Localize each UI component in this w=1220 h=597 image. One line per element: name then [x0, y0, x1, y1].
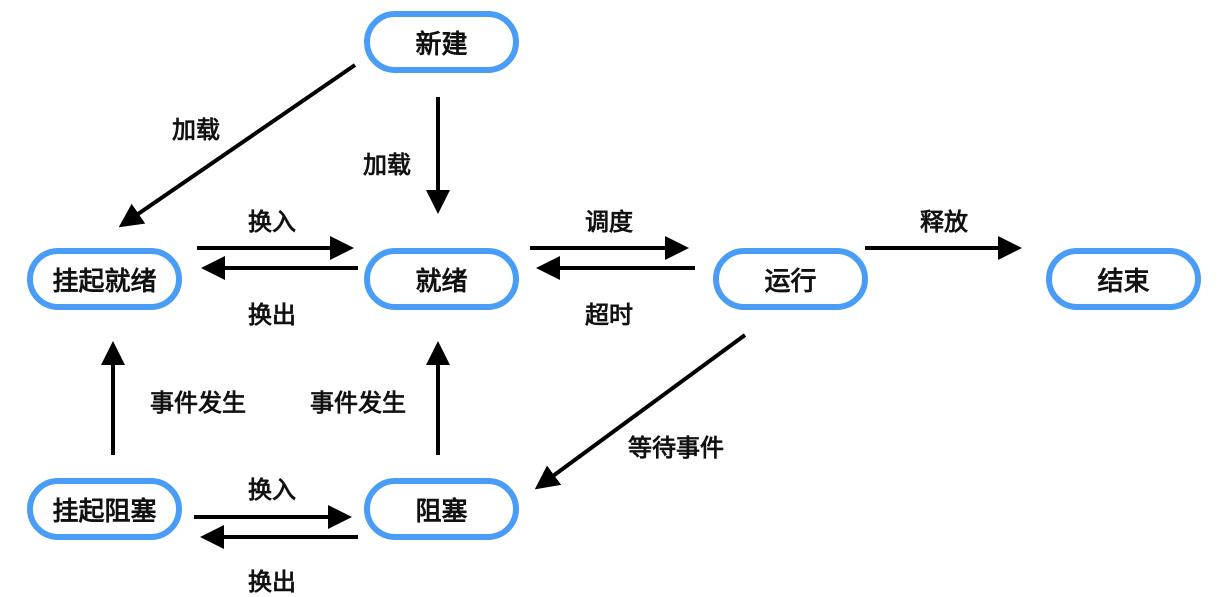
- label-event-occurs-left: 事件发生: [150, 389, 246, 417]
- label-timeout: 超时: [585, 301, 633, 329]
- label-release: 释放: [920, 208, 968, 236]
- label-swap-in-top: 换入: [248, 208, 296, 236]
- label-wait-event: 等待事件: [628, 434, 724, 462]
- label-swap-in-bottom: 换入: [248, 476, 296, 504]
- arrow-new-to-suspended-ready: [118, 63, 357, 228]
- label-swap-out-top: 换出: [248, 301, 296, 329]
- label-dispatch: 调度: [585, 208, 633, 236]
- state-suspended-ready: 挂起就绪: [27, 248, 182, 310]
- arrow-running-to-blocked: [534, 333, 747, 490]
- label-event-occurs-center: 事件发生: [310, 389, 406, 417]
- label-new-to-suspended-ready: 加载: [172, 116, 220, 144]
- state-suspended-blocked: 挂起阻塞: [27, 478, 182, 540]
- state-new: 新建: [364, 11, 519, 73]
- state-terminated: 结束: [1046, 248, 1201, 310]
- label-swap-out-bottom: 换出: [248, 568, 296, 596]
- label-new-to-ready: 加载: [363, 151, 411, 179]
- state-running: 运行: [713, 248, 868, 310]
- state-blocked: 阻塞: [364, 478, 519, 540]
- state-ready: 就绪: [364, 248, 519, 310]
